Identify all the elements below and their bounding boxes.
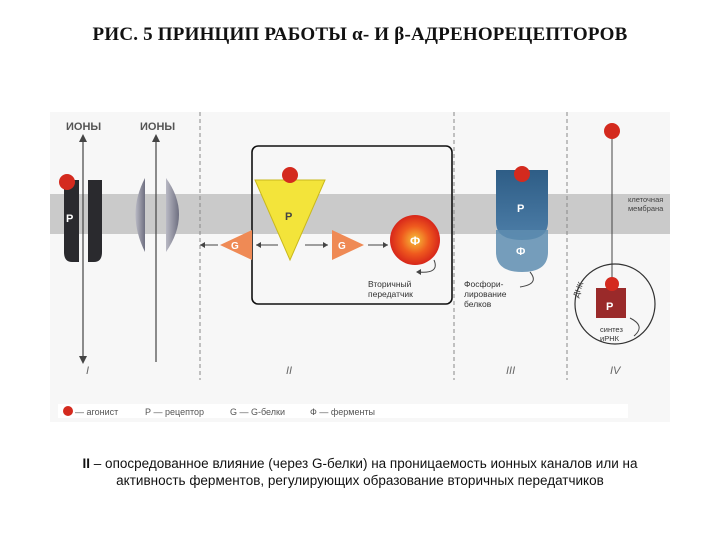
second-messenger-label: передатчик [368, 289, 413, 299]
phosph-label: Фосфори- [464, 279, 504, 289]
ion-channel-half-left [135, 178, 145, 252]
ion-channel-right [88, 180, 102, 262]
mrna-label: иРНК [600, 334, 620, 343]
arrow-head-icon [152, 134, 160, 142]
mrna-arrow [629, 317, 640, 337]
legend-agonist: — агонист [75, 407, 118, 417]
ion-channel-half-right [166, 178, 179, 252]
highlight-frame [251, 145, 453, 305]
ions-label-2: ИОНЫ [140, 121, 175, 133]
arrow-head-icon [79, 134, 87, 142]
enzyme-beta [496, 230, 548, 272]
page-title: РИС. 5 ПРИНЦИП РАБОТЫ α- И β-АДРЕНОРЕЦЕП… [92, 24, 628, 45]
arrow-head-icon [416, 269, 421, 275]
legend-gprotein: G — G-белки [230, 407, 285, 417]
membrane-label: клеточная [628, 195, 663, 204]
arrow-head-icon [256, 242, 261, 248]
legend-enzymes: Ф — ферменты [310, 407, 375, 417]
section-numeral: III [506, 365, 515, 377]
agonist-icon [59, 174, 75, 190]
figure-background [50, 112, 670, 422]
nuclear-receptor [596, 288, 626, 318]
receptor-letter: Р [517, 203, 524, 215]
legend-receptor: Р — рецептор [145, 407, 204, 417]
section-numeral: I [86, 365, 89, 377]
messenger-arrow [417, 259, 436, 273]
g-protein-letter: G [338, 241, 346, 252]
receptor-diagram: ИОНЫ Р ИОНЫ Р G G Ф Вторичный передатчик… [50, 112, 670, 422]
section-numeral: IV [610, 365, 622, 377]
g-protein-letter: G [231, 241, 239, 252]
agonist-legend-icon [63, 406, 73, 416]
ions-label-1: ИОНЫ [66, 121, 101, 133]
enzyme [390, 215, 440, 265]
second-messenger-label: Вторичный [368, 279, 412, 289]
caption-roman: II [82, 456, 91, 471]
agonist-icon [605, 277, 619, 291]
phosph-label: лирование [464, 289, 507, 299]
receptor-letter: Р [606, 301, 613, 313]
nucleus-membrane [574, 263, 656, 345]
g-protein-left [220, 230, 252, 260]
g-protein-right [332, 230, 364, 260]
section-numeral: II [286, 365, 292, 377]
caption-text: – опосредованное влияние (через G-белки)… [90, 456, 638, 488]
receptor-letter: Р [66, 213, 73, 225]
enzyme-letter: Ф [516, 246, 525, 258]
enzyme-letter: Ф [410, 234, 420, 248]
legend-strip [58, 404, 628, 418]
arrow-head-icon [79, 356, 87, 364]
diagram-svg: ИОНЫ Р ИОНЫ Р G G Ф Вторичный передатчик… [50, 112, 670, 422]
receptor-letter: Р [285, 211, 292, 223]
agonist-icon [514, 166, 530, 182]
arrow-head-icon [383, 242, 388, 248]
agonist-icon [604, 123, 620, 139]
figure-caption: II – опосредованное влияние (через G-бел… [60, 455, 660, 489]
mrna-label: синтез [600, 325, 623, 334]
receptor-beta [496, 170, 548, 240]
phosph-label: белков [464, 299, 492, 309]
arrow-head-icon [200, 242, 205, 248]
agonist-icon [282, 167, 298, 183]
ion-channel-left [64, 180, 79, 262]
arrow-head-icon [323, 242, 328, 248]
membrane-label: мембрана [628, 204, 664, 213]
phosph-arrow [519, 271, 534, 288]
